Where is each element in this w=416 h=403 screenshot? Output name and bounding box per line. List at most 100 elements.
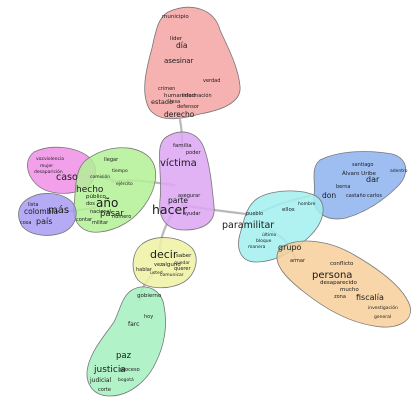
cluster-purpleblue <box>18 193 77 236</box>
word-publico: público <box>86 193 107 200</box>
word-crimen: crimen <box>158 86 175 92</box>
word-hombre: hombre <box>298 201 316 207</box>
word-don: don <box>322 191 336 200</box>
cluster-lightgreen <box>73 147 157 233</box>
word-contar: contar <box>76 217 93 223</box>
word-paz: paz <box>116 351 132 361</box>
word-asegurar: asegurar <box>178 193 201 199</box>
word-poder: poder <box>186 150 201 156</box>
word-pais: país <box>36 217 52 226</box>
cluster-yellow <box>132 237 197 289</box>
word-proceso: proceso <box>120 367 140 373</box>
word-defensor: defensor <box>177 104 200 110</box>
word-decir: decir <box>150 248 178 261</box>
word-farc: farc <box>128 321 139 328</box>
word-manera: manera <box>248 244 266 250</box>
word-cosa: cosa <box>20 220 31 226</box>
word-usted: usted <box>150 270 163 276</box>
word-ayudar: ayudar <box>183 211 201 217</box>
word-voz: voz <box>36 157 44 162</box>
word-derecho: derecho <box>164 110 195 119</box>
word-bogota: bogotá <box>118 376 134 383</box>
word-alguno: alguno <box>162 262 181 268</box>
word-judicial: judicial <box>89 377 112 384</box>
cluster-red-words: municipio líder día asesinar verdad crim… <box>151 14 220 119</box>
word-berna: berna <box>336 184 350 190</box>
word-verdad: verdad <box>203 78 220 84</box>
word-saber: saber <box>176 253 192 259</box>
word-conflicto: conflicto <box>330 261 354 267</box>
word-violencia: violencia <box>44 156 64 162</box>
cluster-cyan-words: pueblo ellos hombre paramilitar grupo úl… <box>222 201 316 252</box>
word-ejercito: ejército <box>116 180 133 187</box>
word-vez: vez <box>154 262 163 268</box>
cluster-orange <box>276 240 411 328</box>
word-dar: dar <box>366 175 380 184</box>
word-caso: caso <box>56 172 78 183</box>
word-bloque: bloque <box>256 238 272 244</box>
word-militar: militar <box>92 220 109 226</box>
word-querer: querer <box>174 266 191 272</box>
word-investigacion: investigación <box>368 304 398 311</box>
cluster-violet <box>159 131 215 231</box>
word-hablar: hablar <box>136 267 153 273</box>
cluster-purpleblue-words: lista colombia más país cosa <box>20 202 69 226</box>
word-carlos: carlos <box>367 193 382 199</box>
word-paramilitar: paramilitar <box>222 220 274 231</box>
word-victima: víctima <box>160 157 197 169</box>
word-quedar: quedar <box>174 260 190 266</box>
word-lesa: lesa <box>170 99 180 105</box>
cluster-violet-words: familia poder víctima parte asegurar hac… <box>152 143 201 217</box>
word-dia: día <box>176 41 187 50</box>
word-parte: parte <box>168 196 188 205</box>
word-corte: corte <box>98 387 111 393</box>
word-alvaro-uribe: Álvaro Uribe <box>342 170 376 177</box>
word-zona: zona <box>334 294 346 300</box>
word-comunicar: comunicar <box>160 272 184 278</box>
cluster-lightgreen-words: llegar hecho ejército público dos nacion… <box>76 157 133 226</box>
word-llegar: llegar <box>104 157 119 163</box>
cluster-teal-words: gobierno hoy farc paz justicia proceso j… <box>89 293 162 393</box>
word-castano: castaño <box>346 193 366 199</box>
word-desaparecido: desaparecido <box>320 280 358 286</box>
cluster-red <box>144 6 241 120</box>
word-comision: comisión <box>90 173 110 180</box>
cluster-blue <box>313 151 406 220</box>
word-pasar: pasar <box>100 209 124 219</box>
word-familia: familia <box>173 143 192 149</box>
word-lista: lista <box>28 202 38 208</box>
word-ultimo: último <box>262 231 277 238</box>
word-humanidad: humanidad <box>164 93 195 99</box>
word-numero: número <box>112 213 131 220</box>
word-mas: más <box>48 204 69 216</box>
word-nacional: nacional <box>90 209 111 215</box>
word-informacion: información <box>182 92 212 99</box>
word-tiempo: tiempo <box>112 168 128 174</box>
word-colombia: colombia <box>24 207 58 216</box>
word-armar: armar <box>290 258 306 264</box>
word-estado: estado <box>151 98 173 106</box>
word-fiscalia: fiscalía <box>356 293 384 302</box>
cluster-blobs <box>18 6 411 397</box>
word-dos: dos <box>86 201 95 207</box>
word-ano: año <box>96 196 118 210</box>
cluster-orange-words: armar conflicto persona desaparecido muc… <box>290 258 398 320</box>
word-ellos: ellos <box>282 207 295 213</box>
word-justicia: justicia <box>93 365 126 375</box>
cluster-yellow-words: decir saber vez alguno quedar hablar que… <box>136 248 192 278</box>
cluster-blue-words: santiago adentro Álvaro Uribe dar berna … <box>322 162 408 200</box>
word-persona: persona <box>312 270 352 281</box>
word-pueblo: pueblo <box>246 211 263 217</box>
word-municipio: municipio <box>162 14 189 20</box>
cluster-teal <box>86 286 166 397</box>
word-hecho: hecho <box>76 185 104 195</box>
word-grupo: grupo <box>278 243 302 252</box>
word-adentro: adentro <box>390 168 408 174</box>
word-lider: líder <box>170 35 183 42</box>
word-gobierno: gobierno <box>137 293 162 299</box>
word-mucho: mucho <box>340 287 359 293</box>
word-general: general <box>374 314 391 320</box>
cluster-pink-words: voz violencia mujer desaparición caso <box>34 156 78 183</box>
word-asesinar: asesinar <box>164 57 194 65</box>
